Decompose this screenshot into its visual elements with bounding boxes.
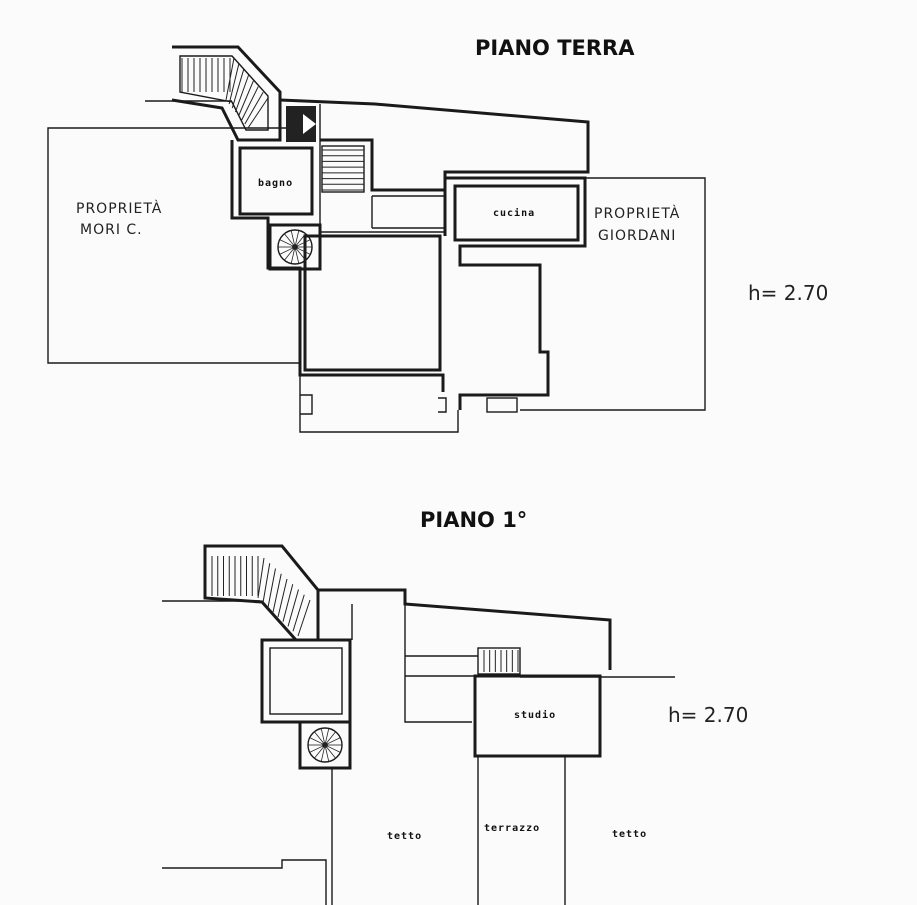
left-property-label: PROPRIETÀ	[76, 200, 162, 217]
living-room-walls	[303, 234, 442, 372]
ground-floor-height: h= 2.70	[748, 281, 828, 305]
kitchen-label: cucina	[493, 207, 535, 219]
left-owner-label: MORI C.	[80, 222, 143, 238]
ground-floor-title: PIANO TERRA	[475, 36, 635, 60]
main-wall-north	[279, 98, 590, 236]
roof-outline-north	[318, 588, 612, 670]
left-property-outline	[47, 127, 300, 364]
first-floor-title: PIANO 1°	[420, 508, 527, 532]
terrace-outline	[477, 755, 566, 905]
right-property-label: PROPRIETÀ	[594, 205, 680, 222]
studio-label: studio	[514, 709, 556, 721]
entry-steps-south	[299, 375, 459, 433]
spiral-stair-first	[298, 720, 352, 770]
bathroom-label: bagno	[258, 178, 293, 189]
direction-arrow-icon	[303, 114, 316, 134]
interior-stair-ground	[321, 145, 365, 193]
ground-floor-plan: PIANO TERRA bagno	[47, 36, 828, 433]
bathroom-walls	[238, 146, 314, 216]
right-property-outline	[520, 177, 706, 411]
spiral-stair-ground	[268, 223, 322, 271]
stair-landing-room	[260, 638, 352, 724]
first-floor-plan: PIANO 1° studio tetto terr	[162, 508, 748, 905]
external-stair-first	[203, 544, 320, 642]
kitchen-walls	[445, 176, 587, 410]
first-floor-height: h= 2.70	[668, 703, 748, 727]
right-owner-label: GIORDANI	[598, 228, 676, 244]
roof-right-label: tetto	[612, 829, 647, 840]
roof-left-label: tetto	[387, 831, 422, 842]
terrace-label: terrazzo	[484, 823, 540, 834]
studio-stair	[477, 647, 521, 675]
external-stair-ground	[171, 45, 282, 142]
